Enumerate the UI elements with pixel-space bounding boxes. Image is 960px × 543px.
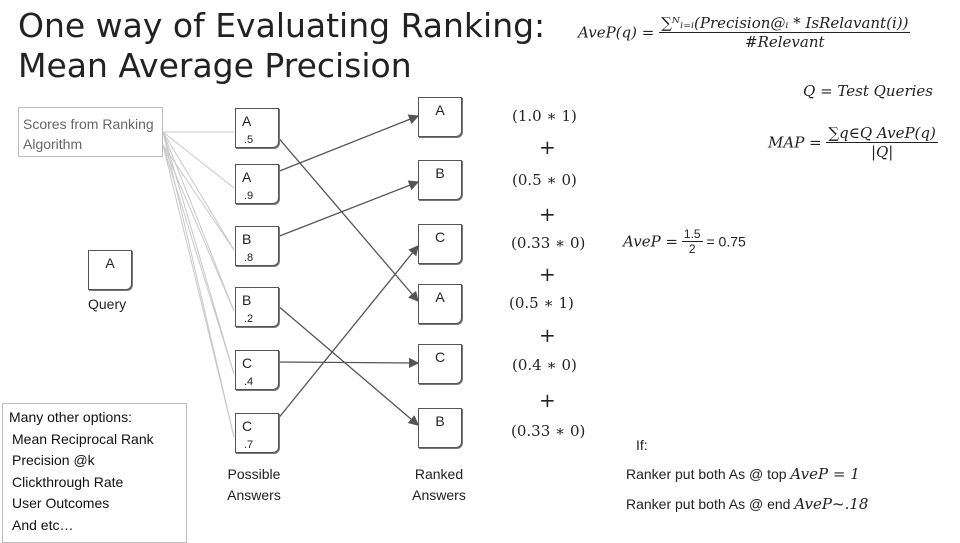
possible-answer-score: .7 — [244, 439, 254, 451]
option-etc: And etc… — [12, 516, 74, 533]
plus-sign: + — [539, 202, 556, 226]
ranked-answer: A — [418, 284, 462, 324]
option-user-outcomes: User Outcomes — [12, 495, 110, 511]
precision-term: (1.0 ∗ 1) — [512, 107, 577, 125]
possible-answers-label: Possible Answers — [227, 466, 281, 503]
score-fan-lines — [162, 131, 235, 438]
possible-answer-score: .9 — [244, 190, 254, 202]
avep-result-denominator: 2 — [688, 242, 696, 256]
arrow-b8-to-rank2 — [276, 180, 420, 238]
precision-term: (0.4 ∗ 0) — [512, 356, 577, 374]
possible-answer: B .2 — [235, 287, 279, 327]
map-formula-numerator: ∑q∈Q AveP(q) — [826, 124, 938, 143]
possible-answer: A .5 — [235, 108, 279, 148]
ranked-answers-label: Ranked Answers — [412, 466, 466, 503]
plus-sign: + — [539, 388, 556, 412]
precision-term: (0.33 ∗ 0) — [511, 422, 586, 440]
other-options-box: Many other options: Mean Reciprocal Rank… — [2, 403, 187, 543]
possible-answer-letter: C — [242, 355, 253, 371]
other-options-heading: Many other options: — [9, 409, 132, 425]
ranked-answer-letter: B — [435, 413, 445, 429]
possible-answer-letter: A — [242, 113, 252, 129]
avep-formula-numerator: ∑ᴺᵢ₌ᵢ(Precision@ᵢ * IsRelavant(i)) — [659, 14, 911, 33]
arrow-b2-to-rank6 — [276, 304, 419, 426]
plus-sign: + — [539, 135, 556, 159]
avep-result-value: = 0.75 — [706, 233, 746, 250]
option-mrr: Mean Reciprocal Rank — [12, 430, 154, 447]
precision-term: (0.5 ∗ 1) — [509, 294, 574, 312]
if-label: If: — [636, 437, 648, 453]
plus-sign: + — [539, 323, 556, 347]
arrow-c7-to-rank3 — [276, 244, 419, 421]
arrow-c4-to-rank5 — [276, 357, 420, 369]
avep-formula-lhs: AveP(q) = — [578, 23, 655, 42]
title-line-2: Mean Average Precision — [18, 46, 412, 85]
scores-box: Scores from Ranking Algorithm — [18, 107, 163, 157]
ranking-arrows — [263, 114, 420, 426]
avep-result-numerator: 1.5 — [681, 227, 703, 242]
ranked-answer-letter: A — [435, 102, 445, 118]
map-formula-denominator: |Q| — [870, 143, 894, 161]
case-top-text: Ranker put both As @ top — [626, 466, 791, 482]
ranked-answer: A — [418, 97, 462, 137]
possible-answer-score: .2 — [244, 313, 254, 325]
ranked-answer-letter: C — [434, 229, 446, 245]
case-end-text: Ranker put both As @ end — [626, 496, 795, 512]
ranked-answer-letter: A — [435, 289, 445, 305]
plus-sign: + — [539, 262, 556, 286]
possible-answer-score: .5 — [244, 134, 254, 146]
map-formula: MAP = ∑q∈Q AveP(q) |Q| — [768, 124, 938, 161]
case-end: Ranker put both As @ end AveP~.18 — [626, 495, 868, 513]
avep-formula-denominator: #Relevant — [745, 33, 825, 51]
arrow-a5-to-rank4 — [263, 120, 419, 302]
arrow-a9-to-rank1 — [276, 114, 420, 173]
query-label: Query — [88, 296, 127, 312]
possible-answer-score: .8 — [244, 252, 254, 264]
title-line-1: One way of Evaluating Ranking: — [18, 6, 546, 45]
possible-answer: C .4 — [235, 350, 279, 390]
slide-title: One way of Evaluating Ranking: Mean Aver… — [18, 6, 545, 86]
ranked-answer-letter: C — [434, 349, 446, 365]
possible-answer-letter: B — [242, 292, 252, 308]
ranked-answer-letter: B — [435, 165, 445, 181]
possible-answer: A .9 — [235, 164, 279, 204]
possible-answer-letter: A — [242, 169, 252, 185]
query-document: A — [88, 250, 132, 290]
precision-term: (0.5 ∗ 0) — [512, 171, 577, 189]
option-precision-k: Precision @k — [12, 452, 95, 468]
possible-answer: B .8 — [235, 226, 279, 266]
possible-answer-letter: C — [242, 418, 253, 434]
q-definition: Q = Test Queries — [803, 82, 933, 100]
case-end-math: AveP~.18 — [794, 495, 869, 513]
ranked-answer: C — [418, 224, 462, 264]
avep-result-lhs: AveP = — [623, 232, 679, 251]
possible-answer-letter: B — [242, 231, 252, 247]
map-formula-lhs: MAP = — [768, 133, 822, 152]
case-top: Ranker put both As @ top AveP = 1 — [626, 465, 860, 483]
ranked-answer: B — [418, 160, 462, 200]
case-top-math: AveP = 1 — [790, 465, 860, 483]
avep-result: AveP = 1.5 2 = 0.75 — [623, 227, 746, 256]
possible-answer-score: .4 — [244, 376, 254, 388]
precision-term: (0.33 ∗ 0) — [511, 234, 586, 252]
possible-answer: C .7 — [235, 413, 279, 453]
ranked-answer: C — [418, 344, 462, 384]
ranked-answer: B — [418, 408, 462, 448]
query-document-letter: A — [105, 255, 115, 271]
avep-formula: AveP(q) = ∑ᴺᵢ₌ᵢ(Precision@ᵢ * IsRelavant… — [578, 14, 911, 51]
option-ctr: Clickthrough Rate — [12, 473, 124, 490]
